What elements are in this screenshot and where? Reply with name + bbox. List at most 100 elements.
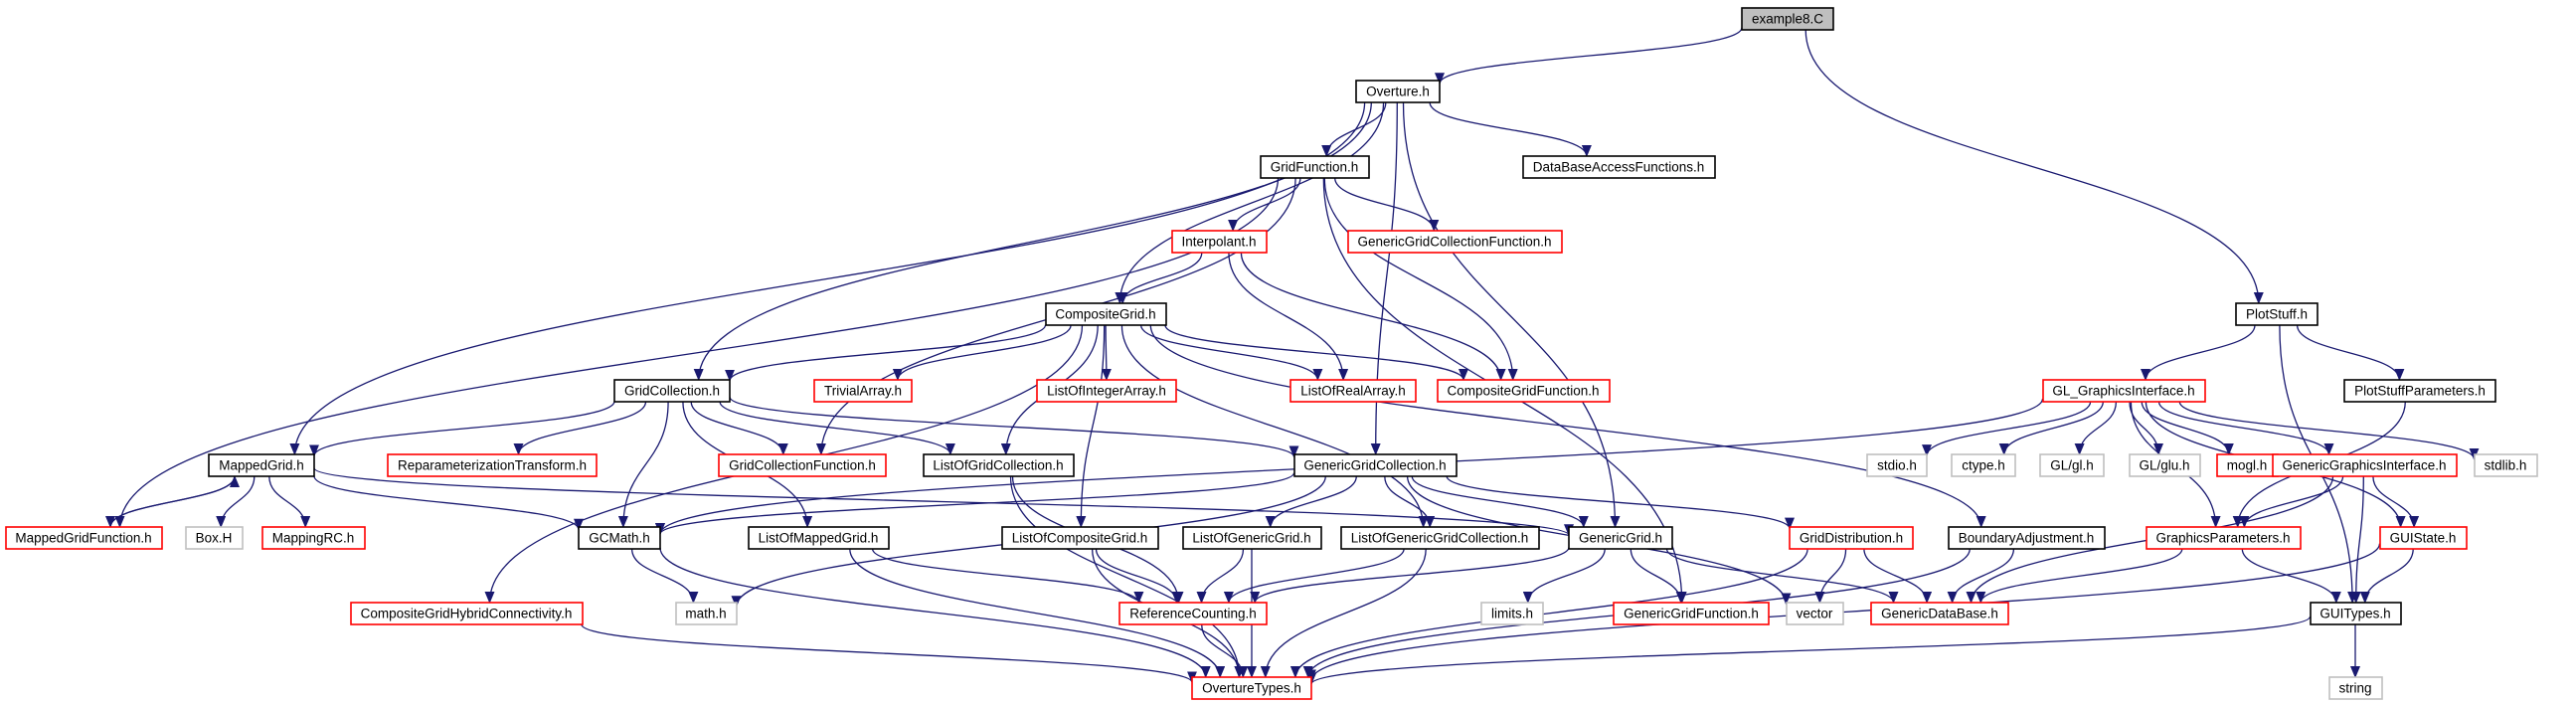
node-generic-data-base-h[interactable]: GenericDataBase.h [1870,602,2009,625]
node-gl-gl-h[interactable]: GL/gl.h [2039,453,2105,477]
node-generic-grid-collection-function-h[interactable]: GenericGridCollectionFunction.h [1347,230,1563,254]
node-reparameterization-transform-h[interactable]: ReparameterizationTransform.h [387,453,598,477]
node-label: MappedGridFunction.h [15,531,151,546]
node-label: vector [1797,607,1833,621]
node-box [1741,7,1834,31]
node-box [1568,526,1673,550]
node-limits-h[interactable]: limits.h [1480,602,1544,625]
node-label: GraphicsParameters.h [2155,531,2290,546]
edge-grid-collection-h-to-list-of-grid-collection-h [719,401,955,455]
edge-plot-stuff-h-to-plot-stuff-parameters-h [2296,324,2405,381]
node-label: GenericGridFunction.h [1624,607,1759,621]
node-guistate-h[interactable]: GUIState.h [2379,526,2468,550]
node-box [675,602,738,625]
edge-layer [105,27,2480,685]
node-list-of-grid-collection-h[interactable]: ListOfGridCollection.h [923,453,1075,477]
edge-example8-c-to-overture-h [1435,27,1743,86]
node-list-of-generic-grid-collection-h[interactable]: ListOfGenericGridCollection.h [1340,526,1540,550]
node-overture-h[interactable]: Overture.h [1355,80,1441,103]
edge-composite-grid-h-to-composite-grid-function-h [1164,324,1468,381]
node-grid-function-h[interactable]: GridFunction.h [1260,155,1370,179]
node-label: mogl.h [2227,458,2268,473]
node-interpolant-h[interactable]: Interpolant.h [1171,230,1268,254]
node-label: MappingRC.h [272,531,355,546]
node-grid-distribution-h[interactable]: GridDistribution.h [1789,526,1914,550]
node-label: ListOfGenericGridCollection.h [1351,531,1529,546]
edge-gl-graphics-interface-h-to-stdio-h [1922,401,2092,457]
edge-guistate-h-to-overture-types-h [1306,543,2381,682]
node-list-of-composite-grid-h[interactable]: ListOfCompositeGrid.h [1001,526,1159,550]
node-list-of-mapped-grid-h[interactable]: ListOfMappedGrid.h [748,526,890,550]
node-list-of-integer-array-h[interactable]: ListOfIntegerArray.h [1036,379,1177,403]
node-reference-counting-h[interactable]: ReferenceCounting.h [1118,602,1268,625]
node-data-base-access-functions-h[interactable]: DataBaseAccessFunctions.h [1522,155,1716,179]
edge-grid-collection-h-to-mapped-grid-h [309,401,615,457]
node-list-of-real-array-h[interactable]: ListOfRealArray.h [1289,379,1417,403]
node-generic-graphics-interface-h[interactable]: GenericGraphicsInterface.h [2272,453,2458,477]
node-example8-c[interactable]: example8.C [1741,7,1834,31]
edge-composite-grid-h-to-list-of-composite-grid-h [1076,324,1106,528]
node-boundary-adjustment-h[interactable]: BoundaryAdjustment.h [1948,526,2106,550]
node-box [1118,602,1268,625]
node-box [5,526,163,550]
node-trivial-array-h[interactable]: TrivialArray.h [813,379,913,403]
edge-grid-function-h-to-generic-grid-collection-function-h [1334,177,1440,232]
edge-grid-function-h-to-interpolant-h [1228,177,1301,232]
node-mapping-rc-h[interactable]: MappingRC.h [261,526,366,550]
node-gl-graphics-interface-h[interactable]: GL_GraphicsInterface.h [2042,379,2206,403]
edge-mapped-grid-h-to-mapping-rc-h [268,475,311,528]
node-plot-stuff-parameters-h[interactable]: PlotStuffParameters.h [2343,379,2496,403]
edge-grid-collection-h-to-generic-grid-collection-h [729,396,1299,458]
node-box [387,453,598,477]
node-grid-collection-h[interactable]: GridCollection.h [613,379,731,403]
node-box [2042,379,2206,403]
node-label: BoundaryAdjustment.h [1959,531,2095,546]
node-gl-glu-h[interactable]: GL/glu.h [2129,453,2201,477]
node-string[interactable]: string [2328,676,2383,700]
node-mogl-h[interactable]: mogl.h [2216,453,2279,477]
edge-plot-stuff-h-to-gl-graphics-interface-h [2141,324,2256,381]
edge-generic-grid-collection-h-to-grid-distribution-h [1446,475,1795,530]
node-box-h[interactable]: Box.H [185,526,244,550]
node-label: CompositeGridFunction.h [1447,384,1599,399]
node-ctype-h[interactable]: ctype.h [1951,453,2016,477]
node-label: stdio.h [1877,458,1917,473]
edge-list-of-grid-collection-h-to-overture-types-h [1009,475,1245,678]
node-box [1171,230,1268,254]
node-composite-grid-hybrid-connectivity-h[interactable]: CompositeGridHybridConnectivity.h [350,602,584,625]
node-box [2146,526,2302,550]
edge-generic-grid-collection-h-to-list-of-generic-grid-h [1265,475,1357,528]
node-stdlib-h[interactable]: stdlib.h [2474,453,2538,477]
node-grid-collection-function-h[interactable]: GridCollectionFunction.h [718,453,887,477]
node-vector[interactable]: vector [1786,602,1844,625]
node-label: GL/glu.h [2139,458,2189,473]
node-box [1182,526,1322,550]
edge-mapped-grid-h-to-generic-grid-h [313,467,1574,537]
node-generic-grid-collection-h[interactable]: GenericGridCollection.h [1293,453,1458,477]
node-composite-grid-h[interactable]: CompositeGrid.h [1045,302,1167,326]
node-composite-grid-function-h[interactable]: CompositeGridFunction.h [1437,379,1611,403]
node-label: GUITypes.h [2319,607,2390,621]
node-overture-types-h[interactable]: OvertureTypes.h [1191,676,1312,700]
node-mapped-grid-h[interactable]: MappedGrid.h [208,453,315,477]
node-label: GenericGridCollectionFunction.h [1357,235,1551,250]
edge-composite-grid-h-to-list-of-integer-array-h [1101,324,1112,381]
edge-mapped-grid-h-to-box-h [216,475,256,528]
node-stdio-h[interactable]: stdio.h [1866,453,1928,477]
node-label: ListOfIntegerArray.h [1047,384,1166,399]
node-list-of-generic-grid-h[interactable]: ListOfGenericGrid.h [1182,526,1322,550]
node-math-h[interactable]: math.h [675,602,738,625]
node-generic-grid-h[interactable]: GenericGrid.h [1568,526,1673,550]
edge-boundary-adjustment-h-to-generic-data-base-h [1947,548,2015,604]
node-box [1480,602,1544,625]
node-guitypes-h[interactable]: GUITypes.h [2310,602,2402,625]
node-plot-stuff-h[interactable]: PlotStuff.h [2235,302,2318,326]
node-gcmath-h[interactable]: GCMath.h [578,526,661,550]
node-mapped-grid-function-h[interactable]: MappedGridFunction.h [5,526,163,550]
node-label: OvertureTypes.h [1202,681,1301,696]
edge-overture-h-to-generic-grid-h [1402,101,1621,528]
edge-reference-counting-h-to-overture-types-h [1201,623,1249,678]
node-generic-grid-function-h[interactable]: GenericGridFunction.h [1613,602,1770,625]
node-graphics-parameters-h[interactable]: GraphicsParameters.h [2146,526,2302,550]
